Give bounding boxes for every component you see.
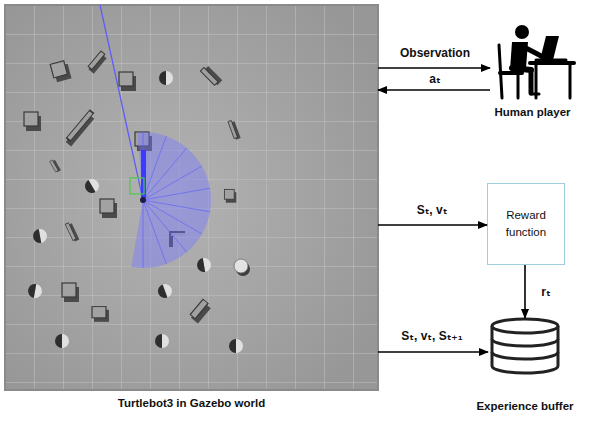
flow-arrow — [378, 224, 487, 226]
process-box: Reward function — [487, 183, 565, 265]
edge-label: Sₜ, vₜ, Sₜ₊₁ — [401, 329, 462, 343]
node-label: Experience buffer — [476, 400, 573, 412]
node-label: Turtlebot3 in Gazebo world — [118, 397, 265, 409]
node-label: Human player — [494, 106, 570, 118]
edge-label: rₜ — [541, 285, 550, 299]
flow-arrow — [378, 89, 490, 91]
flow-arrow — [378, 67, 490, 69]
edge-label: aₜ — [429, 72, 440, 86]
simulation-view: Turtlebot3 in Gazebo world — [5, 5, 378, 390]
human-player: Human player — [490, 20, 575, 102]
node-label: Reward function — [488, 205, 564, 244]
edge-label: Sₜ, vₜ — [417, 203, 448, 217]
flow-arrow — [378, 351, 488, 353]
flow-arrow — [524, 265, 526, 318]
edge-label: Observation — [400, 46, 470, 60]
database: Experience buffer — [488, 318, 562, 374]
